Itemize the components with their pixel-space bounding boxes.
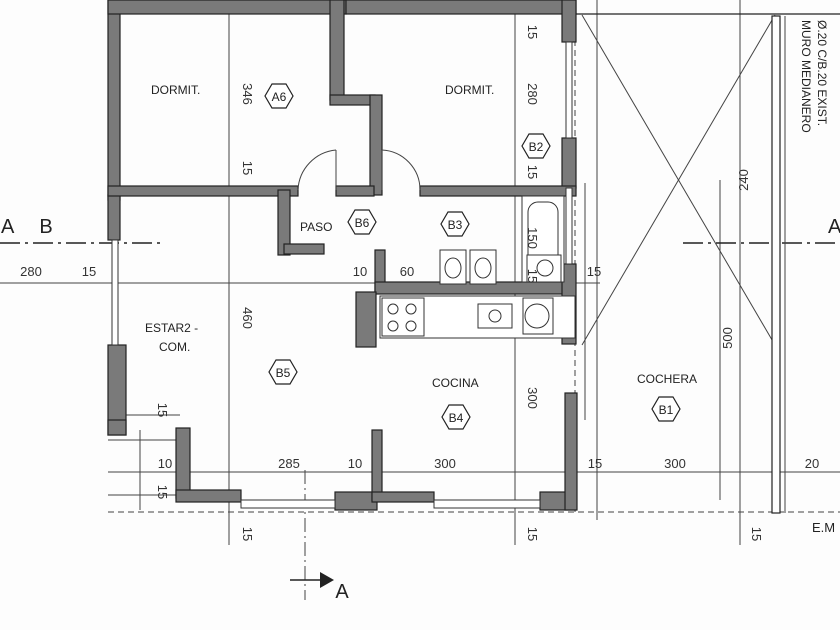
dim-280-vertical: 280 [525,83,540,105]
room-label-dormit-left: DORMIT. [151,83,200,97]
room-tag-a6: A6 [264,83,294,109]
door-swings [297,149,421,191]
room-label-com: COM. [159,340,190,354]
dim-15: 15 [525,269,540,283]
dim-15: 15 [525,25,540,39]
dim-300-vertical: 300 [525,387,540,409]
note-muro-medianero: MURO MEDIANERO [799,20,813,133]
dim-10: 10 [158,456,172,471]
room-tag-b3: B3 [440,211,470,237]
room-tag-b1: B1 [651,396,681,422]
dim-285: 285 [278,456,300,471]
party-wall [771,15,786,514]
dim-15: 15 [155,485,170,499]
dim-15: 15 [525,527,540,541]
dim-10: 10 [348,456,362,471]
dim-15: 15 [587,264,601,279]
dim-15: 15 [525,165,540,179]
note-em: E.M [812,520,835,535]
room-tag-b5: B5 [268,359,298,385]
dim-460: 460 [240,307,255,329]
dim-15: 15 [82,264,96,279]
section-markers: B A A A [1,216,840,603]
dim-240: 240 [736,169,751,191]
svg-text:B4: B4 [449,411,464,425]
dim-15: 15 [240,527,255,541]
svg-text:B2: B2 [529,140,544,154]
room-label-paso: PASO [300,220,332,234]
notes: MURO MEDIANERO Ø.20 C/B.20 EXIST. E.M [799,20,835,535]
section-mark-a-left: A [1,216,15,238]
room-tag-b2: B2 [521,133,551,159]
dim-10: 10 [353,264,367,279]
svg-text:A6: A6 [272,90,287,104]
dim-15: 15 [240,161,255,175]
dim-300: 300 [434,456,456,471]
room-label-cochera: COCHERA [637,372,697,386]
note-muro-spec: Ø.20 C/B.20 EXIST. [815,20,829,126]
dim-300: 300 [664,456,686,471]
dim-60: 60 [400,264,414,279]
room-label-estar: ESTAR2 - [145,321,198,335]
room-tags: A6 B2 B6 B3 B5 B4 B1 [264,83,681,430]
dim-150: 150 [525,227,540,249]
dim-280-horizontal: 280 [20,264,42,279]
kitchen-fixtures [379,295,576,339]
dim-15: 15 [155,403,170,417]
walls [107,0,578,511]
room-tag-b4: B4 [441,404,471,430]
dim-346: 346 [240,83,255,105]
dim-20: 20 [805,456,819,471]
svg-text:B6: B6 [355,216,370,230]
bathroom-fixtures [439,195,565,285]
svg-text:B5: B5 [276,366,291,380]
svg-text:B3: B3 [448,218,463,232]
room-tag-b6: B6 [347,209,377,235]
section-mark-b: B [39,216,52,238]
section-mark-a-bottom: A [335,581,349,603]
section-mark-a-right: A [828,216,840,238]
dimension-labels: 346 15 280 15 15 240 150 15 460 500 300 … [20,25,819,541]
dim-15: 15 [588,456,602,471]
room-label-dormit-right: DORMIT. [445,83,494,97]
svg-text:B1: B1 [659,403,674,417]
room-labels: DORMIT. DORMIT. PASO ESTAR2 - COM. COCIN… [145,83,697,390]
dim-500: 500 [720,327,735,349]
room-label-cocina: COCINA [432,376,479,390]
windows [111,41,573,509]
garage-cross-lines [581,14,776,346]
dim-15: 15 [749,527,764,541]
